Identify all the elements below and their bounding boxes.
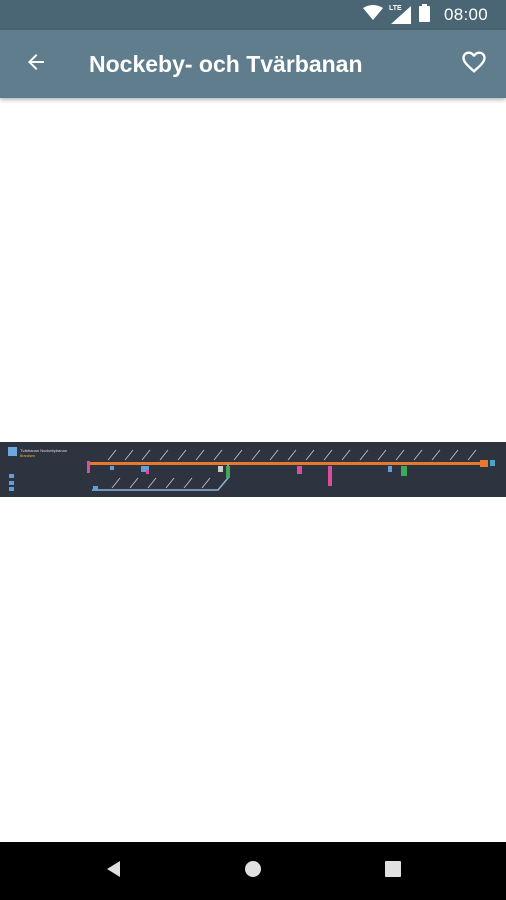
route-map-image[interactable]: Tvärbanan Nockebybanan Brandsen xyxy=(0,442,506,497)
content-area: Tvärbanan Nockebybanan Brandsen xyxy=(0,98,506,842)
transfer-marker xyxy=(401,466,407,476)
system-nav-bar xyxy=(0,842,506,900)
status-bar: LTE 08:00 xyxy=(0,0,506,30)
transfer-marker xyxy=(328,466,332,486)
app-bar: Nockeby- och Tvärbanan xyxy=(0,30,506,98)
page-title: Nockeby- och Tvärbanan xyxy=(89,51,363,77)
back-triangle-icon xyxy=(105,860,123,883)
transfer-marker xyxy=(226,466,230,478)
map-subheader-text: Brandsen xyxy=(20,454,35,458)
terminal-mark xyxy=(480,460,488,467)
map-header-text: Tvärbanan Nockebybanan xyxy=(20,448,67,453)
legend-mark xyxy=(9,481,14,485)
legend-mark xyxy=(9,474,14,478)
transfer-marker xyxy=(141,466,149,472)
favorite-button[interactable] xyxy=(452,42,496,86)
transfer-marker xyxy=(218,466,223,472)
transfer-marker xyxy=(388,466,392,472)
map-logo-icon xyxy=(8,447,17,456)
cell-signal-icon: LTE xyxy=(388,5,411,24)
wifi-icon xyxy=(362,4,383,26)
back-button[interactable] xyxy=(14,42,58,86)
arrow-left-icon xyxy=(24,50,48,79)
home-circle-icon xyxy=(244,860,262,883)
system-back-button[interactable] xyxy=(84,842,144,900)
main-line xyxy=(90,462,485,465)
legend-mark xyxy=(9,487,14,491)
status-icons: LTE 08:00 xyxy=(362,0,488,30)
network-type-label: LTE xyxy=(388,5,402,12)
recents-square-icon xyxy=(385,860,401,882)
system-recents-button[interactable] xyxy=(363,842,423,900)
transfer-marker xyxy=(297,466,302,474)
transfer-marker xyxy=(87,461,90,473)
transfer-marker xyxy=(146,470,149,474)
status-time: 08:00 xyxy=(443,5,488,24)
route-map-graphic: Tvärbanan Nockebybanan Brandsen xyxy=(8,447,495,491)
transfer-marker xyxy=(110,466,114,470)
terminal-transfer-mark xyxy=(490,460,495,466)
system-home-button[interactable] xyxy=(223,842,283,900)
transfer-marker xyxy=(93,486,98,491)
heart-outline-icon xyxy=(460,48,488,81)
station-ticks xyxy=(107,449,477,489)
battery-icon xyxy=(418,3,430,27)
